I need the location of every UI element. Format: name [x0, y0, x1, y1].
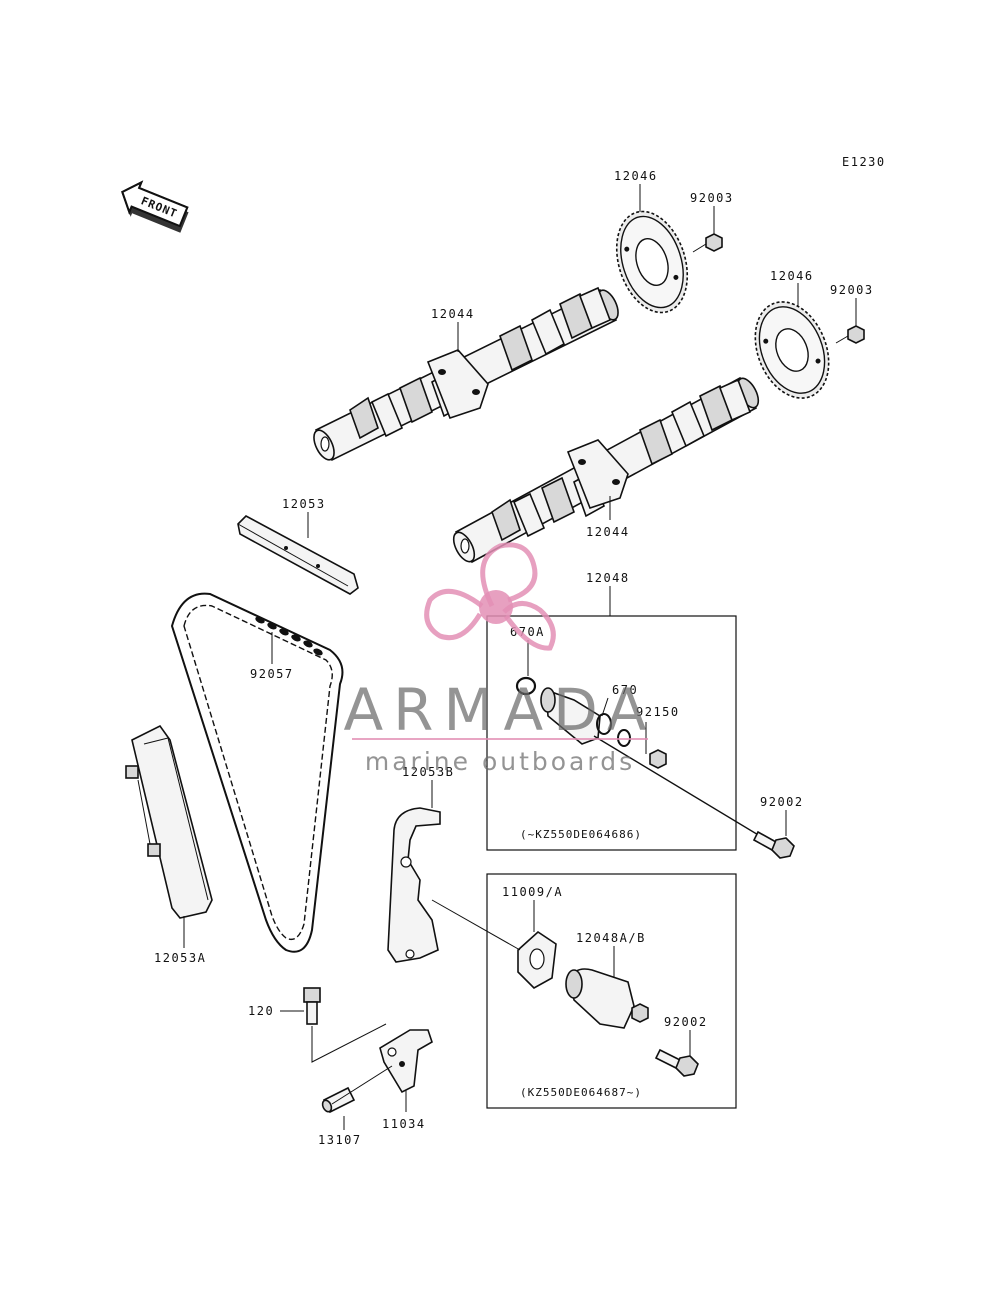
- tensioner-box-early: [486, 615, 737, 851]
- leader-lines: [183, 184, 857, 1130]
- bolt-92002-short: [654, 1048, 699, 1077]
- bracket: [379, 1029, 433, 1094]
- camshaft-lower: [452, 376, 760, 564]
- label-bolt-right: 92003: [830, 283, 874, 297]
- sprocket-bolt-left: [692, 233, 723, 253]
- label-tensioner-new: 12048A/B: [576, 931, 646, 945]
- label-bolt-long: 92002: [760, 795, 804, 809]
- note-early: (~KZ550DE064686): [520, 828, 642, 841]
- label-bolt-small: 92150: [636, 705, 680, 719]
- label-pin: 13107: [318, 1133, 362, 1147]
- propeller-logo-icon: [424, 542, 556, 651]
- bolt-120: [303, 987, 321, 1025]
- camshaft-upper: [313, 286, 619, 462]
- gasket: [517, 930, 557, 989]
- label-bolt-left: 92003: [690, 191, 734, 205]
- tensioner-box-late: [486, 873, 737, 1109]
- watermark-tagline: marine outboards: [365, 747, 635, 776]
- watermark-brand: ARMADA: [343, 676, 656, 744]
- label-sprocket-right: 12046: [770, 269, 814, 283]
- label-bracket: 11034: [382, 1117, 426, 1131]
- label-sprocket-left: 12046: [614, 169, 658, 183]
- label-bolt-new: 92002: [664, 1015, 708, 1029]
- tensioner-early: [540, 687, 612, 745]
- label-chain: 92057: [250, 667, 294, 681]
- label-guide-top: 12053: [282, 497, 326, 511]
- label-tensioner-assy: 12048: [586, 571, 630, 585]
- cam-sprocket-left: [615, 210, 689, 314]
- label-camshaft-lower: 12044: [586, 525, 630, 539]
- timing-chain: [170, 592, 344, 953]
- sprocket-bolt-right: [835, 325, 865, 344]
- diagram-code: E1230: [842, 155, 886, 169]
- note-late: (KZ550DE064687~): [520, 1086, 642, 1099]
- cam-sprocket-right: [754, 301, 830, 399]
- tensioner-late: [565, 968, 649, 1029]
- chain-guide-top: [237, 515, 359, 595]
- label-guide-rear: 12053B: [402, 765, 454, 779]
- label-camshaft-upper: 12044: [431, 307, 475, 321]
- label-gasket: 11009/A: [502, 885, 563, 899]
- watermark: ARMADA marine outboards: [343, 542, 656, 776]
- chain-guide-rear: [387, 807, 441, 963]
- label-bolt-120: 120: [248, 1004, 274, 1018]
- label-oring: 670: [612, 683, 638, 697]
- chain-guide-front: [125, 724, 213, 919]
- oring-670a: [515, 676, 537, 696]
- label-guide-front: 12053A: [154, 951, 206, 965]
- bolt-92150: [649, 749, 667, 769]
- front-arrow-icon: FRONT: [121, 180, 189, 233]
- bolt-92002-long: [593, 735, 795, 859]
